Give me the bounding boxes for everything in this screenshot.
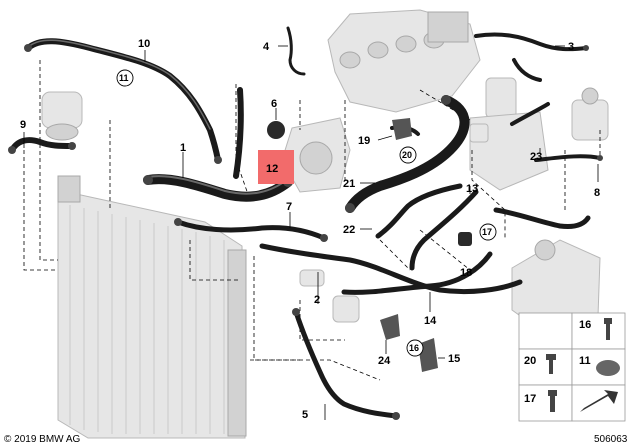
callout-16-circled: 16	[409, 343, 419, 353]
legend-20: 20	[524, 355, 536, 367]
expansion-tank	[511, 239, 601, 331]
reference-lines	[23, 60, 601, 381]
fastener-legend: 16 20 11 17	[518, 312, 626, 422]
callout-14: 14	[424, 315, 437, 327]
copyright-text: © 2019 BMW AG	[4, 434, 81, 445]
callout-9: 9	[20, 119, 26, 131]
coolant-reservoir-upper	[469, 77, 609, 191]
circled-callouts: 11 20 17 16	[116, 69, 497, 357]
callout-17-circled: 17	[482, 227, 492, 237]
callout-8: 8	[594, 187, 600, 199]
bracket-part	[380, 314, 400, 340]
arrow-icon	[580, 390, 618, 412]
cap-part	[267, 121, 285, 139]
callout-10: 10	[138, 38, 150, 50]
leader-lines	[23, 45, 599, 420]
callout-13: 13	[466, 183, 478, 195]
callout-labels: 1 2 3 4 5 6 7 8 9 10 13 14 15 18 19 21 2…	[20, 38, 600, 421]
callout-12: 12	[266, 163, 278, 175]
small-grey-parts	[299, 123, 489, 323]
hose-connectors	[8, 44, 603, 420]
callout-15: 15	[448, 353, 460, 365]
callout-1: 1	[180, 142, 186, 154]
callout-23: 23	[530, 151, 542, 163]
legend-17: 17	[524, 393, 536, 405]
callout-19: 19	[358, 135, 370, 147]
callout-21: 21	[343, 178, 355, 190]
highlight-box	[258, 150, 294, 184]
diagram-number: 506063	[594, 434, 628, 445]
callout-6: 6	[271, 98, 277, 110]
callout-3: 3	[568, 41, 574, 53]
legend-16: 16	[579, 319, 591, 331]
callout-22: 22	[343, 224, 355, 236]
callout-18: 18	[460, 267, 472, 279]
water-pump-housing	[281, 117, 351, 193]
intake-manifold	[327, 9, 481, 113]
callout-11-circled: 11	[119, 73, 129, 83]
hoses	[9, 26, 602, 419]
callout-7: 7	[286, 201, 292, 213]
grommet-part	[458, 232, 472, 246]
callout-24: 24	[378, 355, 391, 367]
callout-20-circled: 20	[402, 150, 412, 160]
callout-2: 2	[314, 294, 320, 306]
radiator	[57, 175, 247, 439]
callout-4: 4	[263, 41, 270, 53]
callout-5: 5	[302, 409, 308, 421]
legend-11: 11	[579, 355, 591, 367]
auxiliary-pump	[41, 91, 83, 141]
clip-part	[392, 118, 412, 140]
